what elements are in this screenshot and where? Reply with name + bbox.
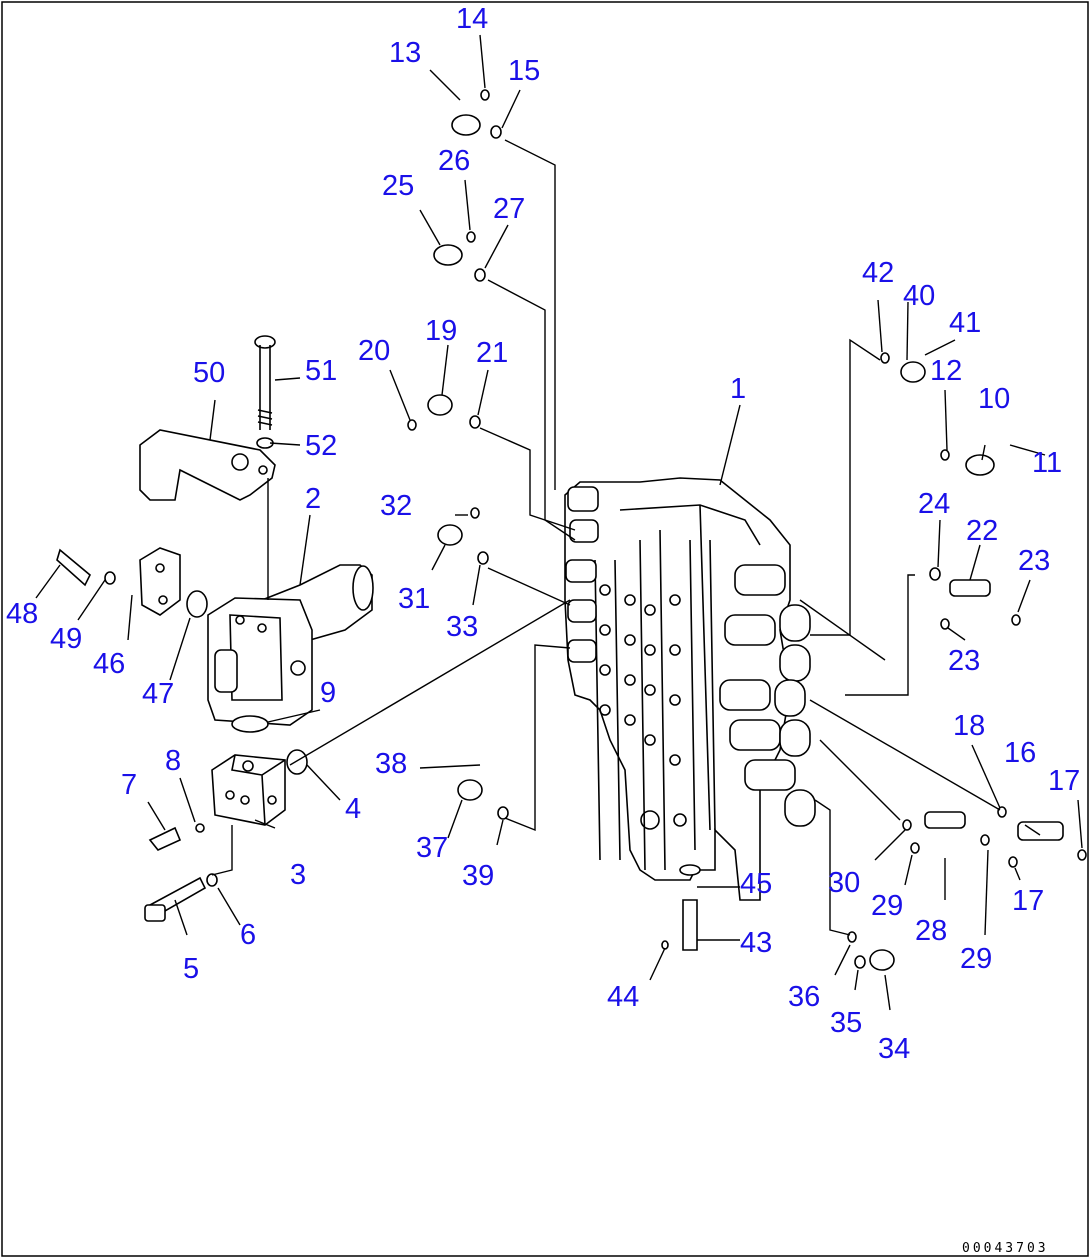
callout-9: 9 [320, 677, 336, 709]
callout-11: 11 [1032, 447, 1062, 479]
small-parts [56, 89, 1087, 971]
callout-17a: 17 [1048, 765, 1080, 797]
connector-block-part-2 [207, 564, 374, 726]
callout-43: 43 [740, 927, 772, 959]
callout-48: 48 [6, 598, 38, 630]
callout-20: 20 [358, 335, 390, 367]
callout-52: 52 [305, 430, 337, 462]
callout-5: 5 [183, 953, 199, 985]
callout-31: 31 [398, 583, 430, 615]
callout-25: 25 [382, 170, 414, 202]
callout-24: 24 [918, 488, 950, 520]
callout-19: 19 [425, 315, 457, 347]
callout-29b: 29 [960, 943, 992, 975]
callout-32: 32 [380, 490, 412, 522]
callout-3: 3 [290, 859, 306, 891]
block-part-46 [139, 547, 181, 616]
callout-38: 38 [375, 748, 407, 780]
callout-34: 34 [878, 1033, 910, 1065]
callout-40: 40 [903, 280, 935, 312]
callout-22: 22 [966, 515, 998, 547]
callout-10: 10 [978, 383, 1010, 415]
callout-1: 1 [730, 373, 746, 405]
callout-2: 2 [305, 483, 321, 515]
callout-36: 36 [788, 981, 820, 1013]
control-valve-body [564, 477, 816, 901]
callout-50: 50 [193, 357, 225, 389]
callout-labels: 1 2 3 4 5 6 7 8 9 10 11 12 13 14 15 16 1… [6, 3, 1080, 1065]
callout-21: 21 [476, 337, 508, 369]
callout-23a: 23 [1018, 545, 1050, 577]
callout-44: 44 [607, 981, 639, 1013]
drawing-reference-code: 00043703 [962, 1241, 1049, 1256]
callout-7: 7 [121, 769, 137, 801]
callout-15: 15 [508, 55, 540, 87]
callout-14: 14 [456, 3, 488, 35]
bolt-part-51 [254, 335, 276, 449]
leader-lines [35, 34, 1083, 1011]
callout-30: 30 [828, 867, 860, 899]
bracket-part-50 [139, 429, 276, 501]
callout-45: 45 [740, 868, 772, 900]
callout-41: 41 [949, 307, 981, 339]
callout-39: 39 [462, 860, 494, 892]
callout-33: 33 [446, 611, 478, 643]
callout-37: 37 [416, 832, 448, 864]
callout-42: 42 [862, 257, 894, 289]
callout-12: 12 [930, 355, 962, 387]
callout-26: 26 [438, 145, 470, 177]
callout-29a: 29 [871, 890, 903, 922]
block-part-3 [211, 754, 286, 826]
callout-6: 6 [240, 919, 256, 951]
callout-4: 4 [345, 793, 361, 825]
callout-35: 35 [830, 1007, 862, 1039]
callout-46: 46 [93, 648, 125, 680]
callout-49: 49 [50, 623, 82, 655]
callout-16: 16 [1004, 737, 1036, 769]
callout-18: 18 [953, 710, 985, 742]
callout-51: 51 [305, 355, 337, 387]
callout-27: 27 [493, 193, 525, 225]
callout-23b: 23 [948, 645, 980, 677]
callout-47: 47 [142, 678, 174, 710]
callout-8: 8 [165, 745, 181, 777]
callout-17b: 17 [1012, 885, 1044, 917]
callout-28: 28 [915, 915, 947, 947]
callout-13: 13 [389, 37, 421, 69]
